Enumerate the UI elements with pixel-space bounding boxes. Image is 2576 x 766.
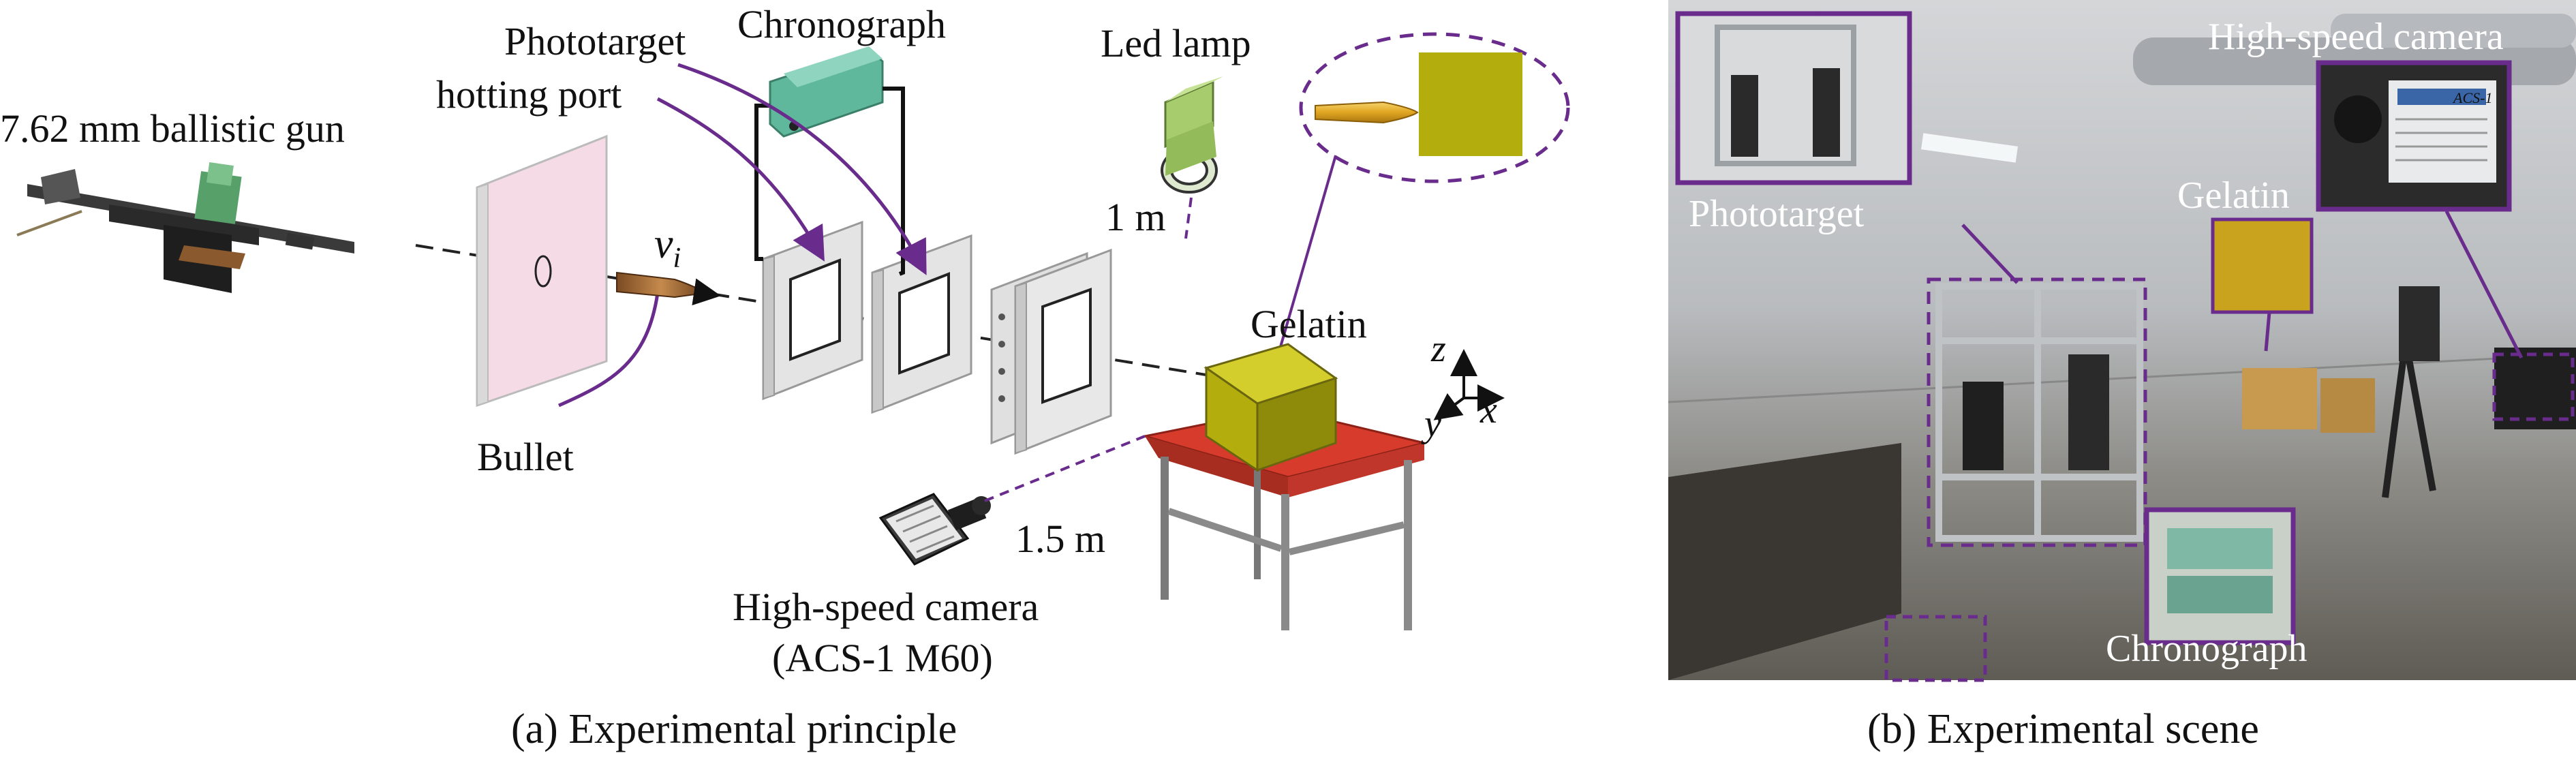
entry-sheet [476, 134, 608, 408]
axes-indicator [1433, 349, 1505, 420]
scene-camera-label: High-speed camera [2208, 16, 2504, 58]
high-speed-camera-illustration [878, 493, 991, 566]
camera-distance-line [984, 435, 1146, 502]
lamp-distance-line [1184, 197, 1193, 239]
lamp-distance-label: 1 m [1105, 195, 1166, 239]
velocity-label: vi [654, 221, 681, 274]
axis-x-label: x [1479, 389, 1497, 431]
scene-frame [1935, 283, 2143, 542]
scene-gelatin-label: Gelatin [2177, 174, 2290, 217]
gelatin-label: Gelatin [1251, 302, 1367, 346]
phototarget-label-line1: Phototarget [504, 19, 686, 63]
gelatin-inset [2211, 217, 2314, 314]
panel-a: 7.62 mm ballistic gun Bullet vi [0, 2, 1570, 752]
scene-phototarget-label: Phototarget [1689, 193, 1865, 235]
camera-leader [2444, 210, 2524, 359]
phototarget-region [1927, 277, 2147, 547]
camera-distance-label: 1.5 m [1015, 517, 1105, 561]
gelatin-block [1203, 343, 1338, 472]
phototarget-frame-1 [762, 220, 863, 401]
camera-brand: ACS-1 [2452, 89, 2492, 106]
gelatin-leader [2264, 311, 2271, 352]
zoom-gelatin [1419, 52, 1522, 156]
scene-chronograph-label: Chronograph [2106, 628, 2307, 670]
phototarget-leader [1961, 224, 2019, 284]
chronograph-wire-left [754, 104, 770, 261]
camera-label-line1: High-speed camera [733, 585, 1039, 629]
axis-y-label: y [1421, 403, 1441, 445]
caption-b: (b) Experimental scene [1867, 706, 2259, 752]
zoom-callout [1299, 32, 1570, 183]
gun-label: 7.62 mm ballistic gun [0, 106, 345, 151]
camera-region [2492, 352, 2575, 421]
ballistic-gun [16, 162, 354, 293]
caption-a: (a) Experimental principle [511, 706, 957, 752]
zoom-leader [1273, 155, 1337, 369]
camera-label-line2: (ACS-1 M60) [772, 636, 993, 680]
bullet-label: Bullet [477, 435, 574, 479]
chronograph-region [1884, 615, 1987, 682]
phototarget-frame-2 [871, 234, 972, 414]
led-lamp-label: Led lamp [1101, 21, 1251, 65]
bullet [616, 271, 721, 306]
led-frame-double [990, 248, 1112, 455]
phototarget-arrow-1 [656, 97, 825, 262]
panel-b: Phototarget Gelatin ACS-1 High-speed cam… [1668, 0, 2576, 752]
phototarget-label-line2: hotting port [436, 72, 622, 117]
chronograph-label: Chronograph [737, 2, 946, 46]
bullet-leader [557, 292, 660, 408]
chronograph-inset [2144, 507, 2296, 645]
phototarget-inset [1675, 11, 1912, 185]
camera-inset: ACS-1 [2316, 60, 2512, 212]
chronograph-wire-right [883, 87, 905, 276]
zoom-bullet [1315, 101, 1419, 124]
axis-z-label: z [1430, 328, 1446, 370]
phototarget-arrow-2 [677, 63, 927, 275]
led-lamp [1161, 76, 1223, 194]
